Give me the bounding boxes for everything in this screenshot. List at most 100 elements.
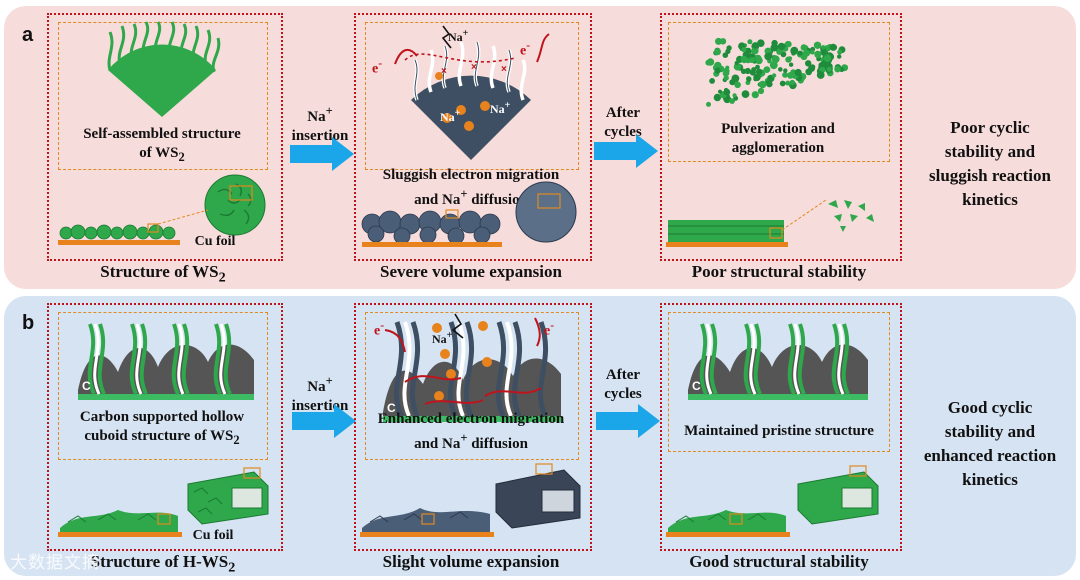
panel-letter-a: a (22, 24, 34, 46)
inset-maintained-structure (668, 312, 890, 452)
maintained-structure-illustration: C (688, 323, 868, 400)
pulverized-particle (783, 68, 788, 73)
pulverized-particle (814, 50, 822, 59)
pulverized-particle (749, 57, 755, 63)
pulverized-particle (755, 56, 763, 65)
pulverized-particle (769, 61, 778, 70)
pulverized-particle (744, 67, 751, 75)
pulverized-particle (778, 67, 783, 72)
pulverized-particle (714, 48, 721, 56)
caption-good-stability: Good structural stability (689, 552, 869, 571)
pulverized-particle (788, 62, 794, 67)
inset-carbon-supported (58, 312, 268, 460)
ws2-fan-illustration (107, 21, 221, 117)
label-na-ion-a: Na+ (448, 28, 469, 44)
watermark: 大数据文摘 (10, 553, 100, 573)
inset-self-assembled (58, 22, 268, 170)
arrow-right-icon (290, 137, 354, 171)
pulverized-particle (782, 72, 788, 78)
arrow-right-icon (594, 134, 658, 168)
box-good-stability (660, 303, 902, 551)
pulverized-particle (837, 49, 843, 55)
pulverized-particle (805, 68, 813, 76)
inset-pulverization (668, 22, 890, 162)
label-electron-b-right: e- (544, 319, 555, 339)
carbon-supported-ws2-illustration: C (78, 323, 254, 400)
pulverized-particle (729, 79, 736, 86)
pulverized-particle (794, 68, 802, 77)
caption-severe-expansion: Severe volume expansion (380, 262, 562, 281)
pulverized-particle (749, 69, 756, 76)
enhanced-migration-illustration: C (383, 313, 561, 422)
box-structure-h-ws2 (47, 303, 283, 551)
pulverized-particle (755, 68, 763, 76)
label-electron-b-left: e- (374, 319, 385, 339)
inset-sluggish-migration (365, 22, 579, 170)
pulverized-particle (740, 55, 748, 63)
pulverized-particle (779, 80, 786, 87)
pulverized-particle (715, 37, 722, 45)
pulverized-particle (803, 49, 810, 57)
label-carbon-supported: Carbon supported hollow cuboid structure… (79, 409, 245, 447)
label-na-in-fan-a-2: Na+ (490, 100, 511, 116)
caption-structure-h-ws2: Structure of H-WS2 (90, 552, 236, 576)
pulverized-particle (755, 64, 760, 70)
label-enhanced-migration: Enhanced electron migration and Na+ diff… (377, 411, 565, 452)
box-structure-ws2 (47, 13, 283, 261)
label-maintained-structure: Maintained pristine structure (684, 423, 874, 439)
pulverized-particle (821, 45, 826, 50)
pulverized-particle (816, 71, 825, 79)
expanded-electrode-illustration (361, 181, 577, 247)
pulverized-particle (706, 101, 711, 107)
pulverized-particle (785, 80, 791, 86)
arrow-right-icon (292, 404, 356, 438)
label-electron-a-right: e- (520, 39, 531, 59)
pulverized-particle (706, 58, 715, 66)
carbon-label: C (82, 379, 91, 393)
pulverized-particle (746, 47, 751, 52)
caption-poor-stability: Poor structural stability (691, 262, 867, 281)
pulverized-particle (752, 42, 759, 49)
pulverized-particle (826, 66, 832, 72)
pulverized-particle (764, 52, 772, 61)
ws2-expanded-fan-illustration: ××× (394, 25, 550, 160)
pulverized-particle (718, 89, 722, 94)
pulverized-particle (831, 44, 838, 51)
pulverized-particle (757, 39, 765, 47)
pulverized-particle (714, 67, 721, 74)
carbon-label: C (692, 379, 701, 393)
carbon-label: C (387, 401, 396, 415)
box-slight-expansion (354, 303, 592, 551)
pulverized-particle (823, 54, 832, 62)
pulverized-particle (723, 88, 731, 96)
pulverized-particle (770, 44, 778, 52)
label-cu-foil-a: Cu foil (194, 234, 236, 249)
pulverized-particle (751, 46, 759, 55)
pulverized-particle (719, 38, 727, 45)
arrow-right-icon (596, 404, 660, 438)
pulverized-particle (763, 66, 771, 73)
ws2-electrode-illustration (58, 174, 266, 245)
pulverized-particle (771, 73, 777, 78)
pulverized-particle (724, 70, 730, 76)
pulverized-particle (797, 50, 803, 56)
pulverized-particle (791, 51, 796, 56)
label-electron-a-left: e- (372, 57, 383, 77)
label-na-in-fan-a: Na+ (440, 108, 461, 124)
pulverized-electrode-illustration (666, 199, 874, 247)
svg-text:×: × (501, 64, 507, 75)
pulverized-particle (741, 90, 750, 98)
pulverized-particle (729, 98, 735, 104)
label-cu-foil-b: Cu foil (192, 528, 234, 543)
pulverized-particle (723, 75, 729, 81)
box-poor-stability (660, 13, 902, 261)
pulverized-particle (747, 39, 753, 45)
pulverized-particle (758, 80, 767, 89)
pulverized-particle (709, 78, 715, 84)
pulverized-particle (713, 93, 722, 102)
pulverized-particle (741, 47, 747, 53)
pulverized-particle (785, 41, 792, 48)
